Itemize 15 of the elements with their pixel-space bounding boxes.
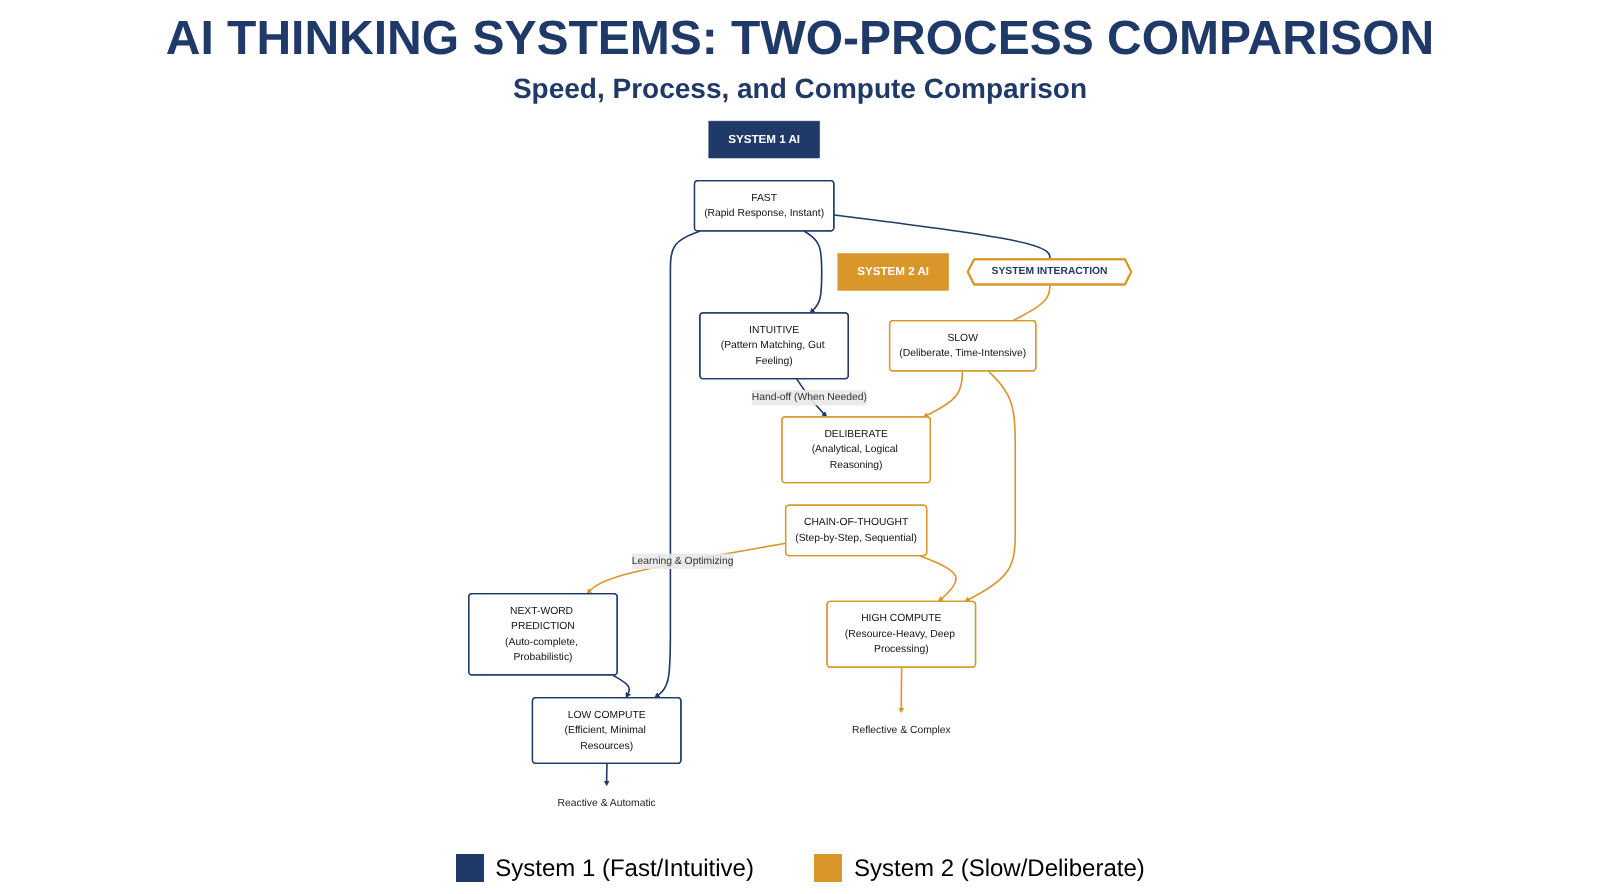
arrow — [803, 230, 823, 314]
arrow — [964, 370, 1017, 602]
arrow — [922, 370, 964, 418]
legend-label: System 2 (Slow/Deliberate) — [853, 854, 1145, 882]
legend-label: System 1 (Fast/Intuitive) — [495, 854, 754, 882]
connector — [1011, 284, 1051, 322]
arrow — [654, 230, 701, 699]
subtitle: Speed, Process, and Compute Comparison — [510, 72, 1090, 104]
arrow — [898, 666, 905, 714]
connector — [833, 214, 1051, 261]
arrow — [586, 542, 787, 595]
arrow — [612, 674, 631, 699]
arrow — [603, 762, 610, 787]
title: AI THINKING SYSTEMS: TWO-PROCESS COMPARISON — [163, 12, 1437, 68]
arrow — [919, 555, 957, 602]
